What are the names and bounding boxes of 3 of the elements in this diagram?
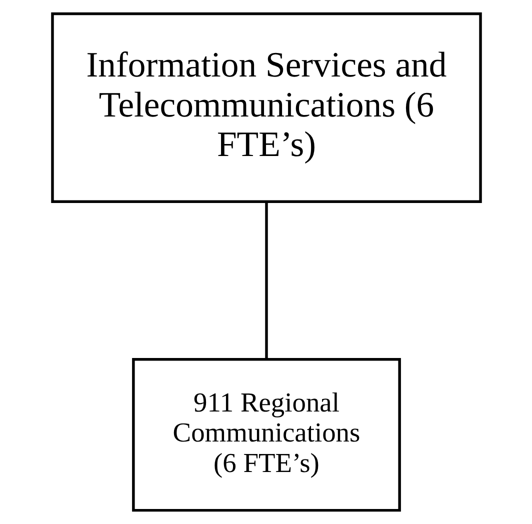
node-box: 911 Regional Communications (6 FTE’s)	[132, 358, 400, 512]
connector	[264, 202, 268, 360]
node-box: Information Services and Telecommunications (6 FTE’s)	[50, 12, 482, 204]
